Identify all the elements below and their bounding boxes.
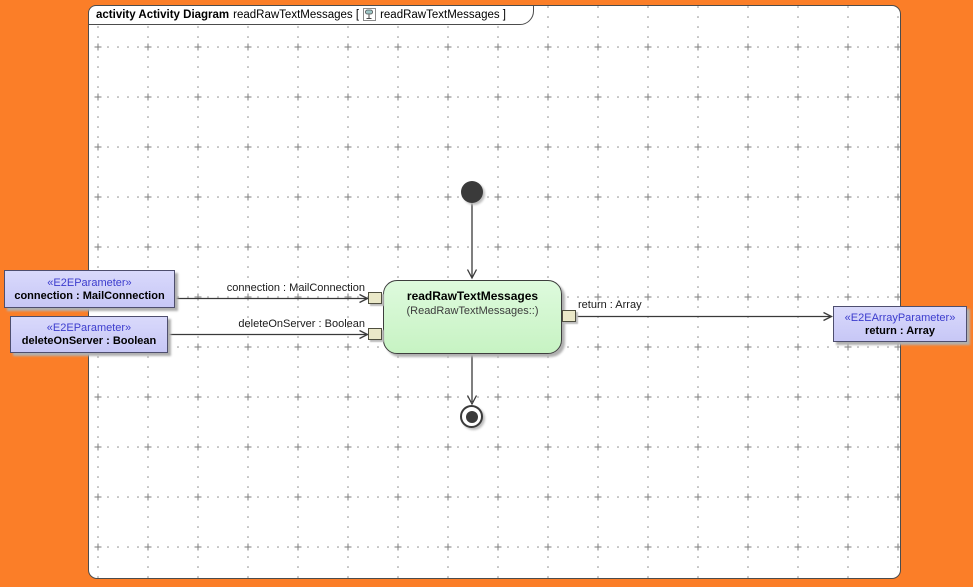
- diagram-canvas[interactable]: [88, 5, 901, 579]
- diagram-ref-label: readRawTextMessages ]: [380, 8, 506, 21]
- final-node-dot: [465, 410, 478, 423]
- parameter-stereotype: «E2EArrayParameter»: [844, 311, 956, 324]
- input-pin-deleteonserver[interactable]: [368, 328, 382, 340]
- edge-label-connection: connection : MailConnection: [226, 282, 365, 294]
- parameter-stereotype: «E2EParameter»: [47, 276, 132, 289]
- activity-node[interactable]: readRawTextMessages (ReadRawTextMessages…: [383, 280, 562, 354]
- parameter-box-return[interactable]: «E2EArrayParameter» return : Array: [833, 306, 967, 342]
- parameter-name: connection : MailConnection: [14, 289, 165, 302]
- final-node[interactable]: [460, 405, 483, 428]
- parameter-name: return : Array: [865, 324, 935, 337]
- parameter-box-deleteonserver[interactable]: «E2EParameter» deleteOnServer : Boolean: [10, 316, 168, 353]
- parameter-stereotype: «E2EParameter»: [46, 322, 132, 334]
- diagram-frame-header[interactable]: activity Activity Diagram readRawTextMes…: [88, 5, 534, 25]
- edge-label-deleteonserver: deleteOnServer : Boolean: [238, 318, 365, 330]
- activity-diagram-icon: [363, 8, 377, 21]
- output-pin-return[interactable]: [562, 310, 576, 322]
- input-pin-connection[interactable]: [368, 292, 382, 304]
- diagram-kind-label: activity Activity Diagram: [96, 8, 230, 21]
- parameter-name: deleteOnServer : Boolean: [21, 335, 157, 347]
- parameter-box-connection[interactable]: «E2EParameter» connection : MailConnecti…: [4, 270, 175, 308]
- initial-node[interactable]: [461, 181, 483, 203]
- diagram-name-label: readRawTextMessages [: [233, 8, 360, 21]
- activity-qualified-name: (ReadRawTextMessages::): [406, 305, 539, 317]
- activity-name: readRawTextMessages: [406, 289, 539, 303]
- edge-label-return: return : Array: [578, 299, 642, 311]
